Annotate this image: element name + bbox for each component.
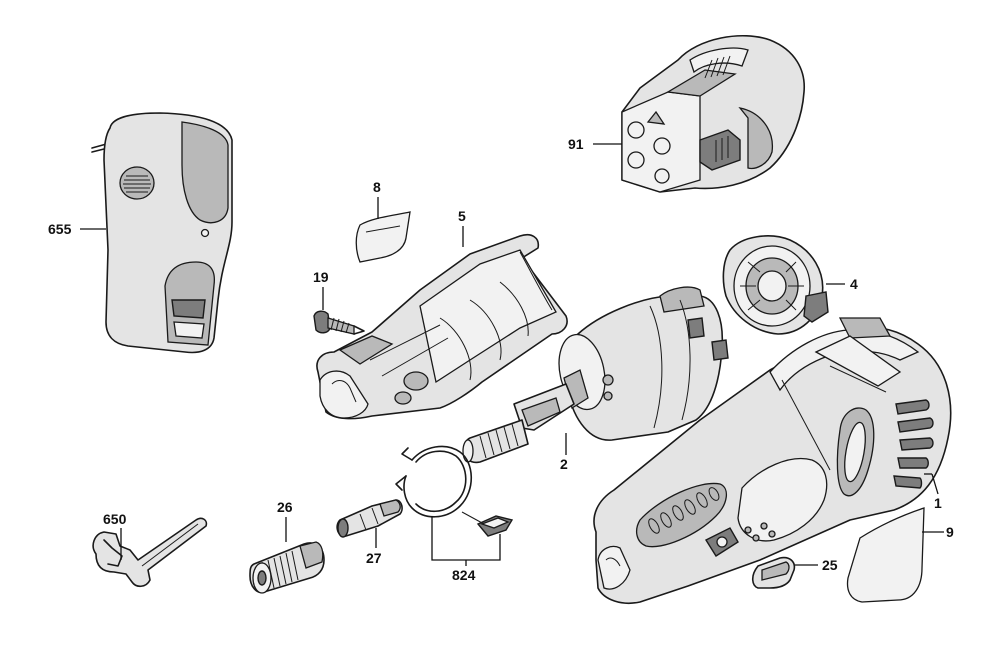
callout-824: 824: [452, 567, 476, 583]
label-plate-part-9: 9: [846, 507, 954, 603]
callout-5: 5: [458, 208, 466, 224]
callout-2: 2: [560, 456, 568, 472]
callout-655: 655: [48, 221, 72, 237]
callout-650: 650: [103, 511, 127, 527]
motor-part-2: 2: [462, 286, 729, 472]
charger-part-655: 655: [48, 112, 233, 354]
housing-half-part-5: 5: [316, 208, 568, 420]
callout-1: 1: [934, 495, 942, 511]
main-housing-part-1: 1: [593, 317, 952, 604]
collet-nut-part-26: 26: [249, 499, 325, 594]
label-part-8: 8: [355, 179, 411, 263]
callout-8: 8: [373, 179, 381, 195]
callout-19: 19: [313, 269, 329, 285]
screw-part-19: 19: [313, 269, 365, 335]
button-part-25: 25: [751, 556, 838, 589]
callout-25: 25: [822, 557, 838, 573]
battery-part-91: 91: [568, 34, 805, 193]
callout-91: 91: [568, 136, 584, 152]
wrench-part-650: 650: [92, 511, 208, 588]
callout-27: 27: [366, 550, 382, 566]
retaining-ring-part-824: 824: [395, 445, 514, 583]
end-cap-part-4: 4: [722, 235, 858, 335]
callout-9: 9: [946, 524, 954, 540]
callout-4: 4: [850, 276, 858, 292]
callout-26: 26: [277, 499, 293, 515]
collet-part-27: 27: [336, 499, 403, 566]
